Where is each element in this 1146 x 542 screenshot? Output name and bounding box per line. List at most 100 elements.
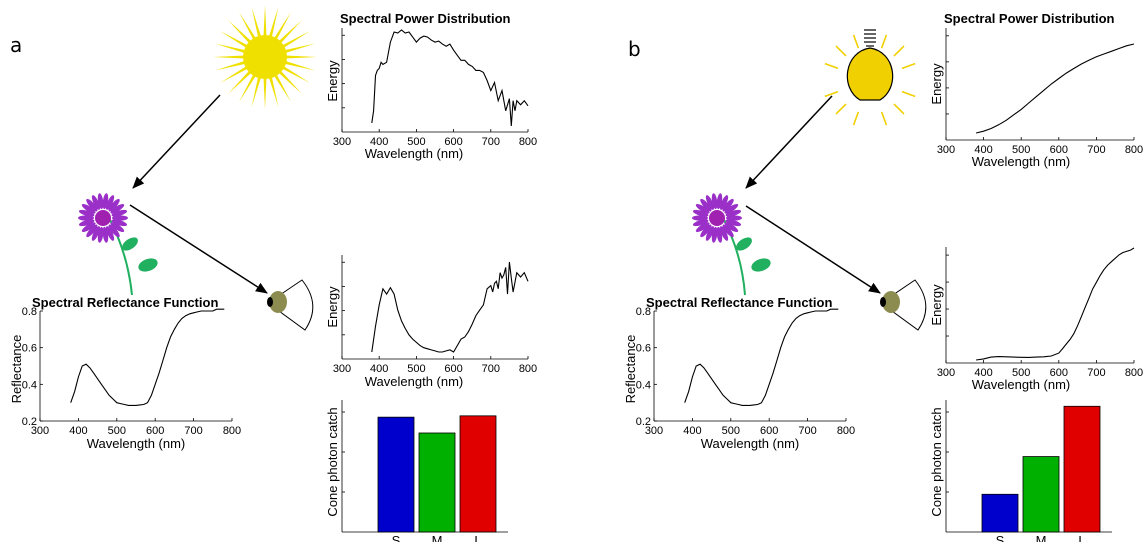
cone-bar-M <box>418 432 456 533</box>
x-tick-label: 800 <box>223 425 241 437</box>
flower-petal <box>111 209 128 217</box>
sun-ray <box>279 31 311 50</box>
x-tick-label: 800 <box>1125 367 1143 379</box>
flower-petal <box>78 215 94 221</box>
flower-petal <box>112 215 128 221</box>
cone-bar-L <box>459 415 497 533</box>
y-axis-label: Cone photon catch <box>325 407 340 516</box>
bulb-ray <box>901 62 916 70</box>
spd-line <box>975 43 1135 134</box>
sun-ray <box>279 64 311 83</box>
x-tick-label: 800 <box>837 425 855 437</box>
bulb-ray <box>824 62 839 70</box>
x-tick-label: 600 <box>760 425 778 437</box>
bulb-ray <box>835 103 847 115</box>
x-tick-label: 600 <box>146 425 164 437</box>
flower-petal <box>78 209 95 217</box>
x-tick-label: 300 <box>937 367 955 379</box>
flower-leaf <box>138 258 158 272</box>
reflection-arrow <box>129 204 268 294</box>
flower-petal <box>81 222 96 233</box>
flower-petal <box>719 195 729 210</box>
reflected-line <box>976 247 1135 361</box>
flower-petal <box>102 226 109 243</box>
x-tick-label: 700 <box>482 136 500 148</box>
sun-ray <box>272 11 291 43</box>
bulb-ray <box>893 103 905 115</box>
bar-category-label: M <box>1036 533 1047 542</box>
bulb-base <box>864 29 876 47</box>
x-tick-label: 300 <box>333 363 351 375</box>
sun-ray <box>239 71 258 103</box>
eye-pupil <box>880 297 886 307</box>
x-tick-label: 500 <box>1012 144 1030 156</box>
y-axis-label: Cone photon catch <box>929 407 944 516</box>
spd-title: Spectral Power Distribution <box>944 11 1115 26</box>
x-tick-label: 500 <box>407 363 425 375</box>
flower-petal <box>110 203 125 214</box>
flower-petal <box>81 203 96 214</box>
flower-petal <box>711 193 718 210</box>
flower-petal <box>111 219 128 227</box>
sun-ray <box>282 55 317 59</box>
flower-petal <box>695 222 710 233</box>
flower-petal <box>108 224 120 238</box>
sun-ray <box>281 43 316 54</box>
flower-petal <box>722 198 734 212</box>
eye-iris <box>882 291 900 313</box>
sun-ray <box>263 5 267 40</box>
reflected-line <box>371 261 529 353</box>
cone-bar-S <box>377 416 415 533</box>
x-tick-label: 700 <box>1087 144 1105 156</box>
sun-ray <box>214 60 249 71</box>
x-tick-label: 500 <box>1012 367 1030 379</box>
flower-petal <box>725 219 742 227</box>
sun-icon <box>213 5 317 109</box>
flower-leaf <box>736 237 752 251</box>
bulb-glass <box>846 47 894 101</box>
x-tick-label: 600 <box>444 136 462 148</box>
sun-ray <box>228 68 254 94</box>
flower-petal <box>692 219 709 227</box>
reflectance-chart: Spectral Reflectance Function Reflectanc… <box>623 295 855 451</box>
x-tick-label: 300 <box>937 144 955 156</box>
flower-leaf <box>751 258 771 272</box>
flower-petal <box>78 219 95 227</box>
sun-ray <box>268 6 279 41</box>
sun-ray <box>263 74 267 109</box>
x-tick-label: 300 <box>333 136 351 148</box>
x-tick-label: 700 <box>482 363 500 375</box>
flower-petal <box>91 195 101 210</box>
x-axis-label: Wavelength (nm) <box>701 436 800 451</box>
light-arrow <box>132 94 221 189</box>
x-tick-label: 700 <box>798 425 816 437</box>
sun-ray <box>251 73 262 108</box>
flower-center <box>95 210 111 226</box>
sun-ray <box>276 68 302 94</box>
x-tick-label: 700 <box>1087 367 1105 379</box>
spd-title: Spectral Power Distribution <box>340 11 511 26</box>
bulb-ray <box>893 45 905 57</box>
bar-category-label: S <box>996 533 1005 542</box>
flower-petal <box>724 203 739 214</box>
bulb-ray <box>901 90 916 98</box>
y-tick-label: 0.4 <box>22 379 37 391</box>
y-axis-label: Reflectance <box>9 335 24 404</box>
eye-outline <box>880 279 927 331</box>
spd-chart: Spectral Power Distribution Energy Wavel… <box>325 11 537 161</box>
x-tick-label: 800 <box>519 363 537 375</box>
flower-icon <box>78 193 158 296</box>
flower-petal <box>719 226 729 241</box>
spd-chart: Spectral Power Distribution Energy Wavel… <box>929 11 1143 169</box>
reflectance-line <box>70 308 225 406</box>
x-tick-label: 500 <box>722 425 740 437</box>
y-tick-label: 0.2 <box>636 416 651 428</box>
sun-disc <box>243 35 287 79</box>
cone-bar-S <box>981 493 1019 533</box>
sun-ray <box>251 6 262 41</box>
sun-ray <box>272 71 291 103</box>
bar-category-label: L <box>1078 533 1085 542</box>
flower-petal <box>91 226 101 241</box>
